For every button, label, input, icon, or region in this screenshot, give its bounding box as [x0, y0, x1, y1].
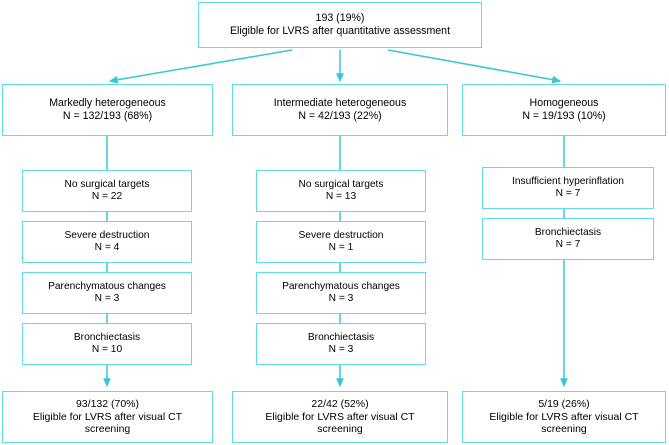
exclusion-label: Parenchymatous changes — [48, 280, 166, 292]
box-outcome-homogeneous: 5/19 (26%) Eligible for LVRS after visua… — [462, 391, 666, 443]
category-label: Homogeneous — [529, 97, 599, 110]
exclusion-label: Severe destruction — [64, 229, 150, 241]
exclusion-label: No surgical targets — [64, 178, 150, 190]
box-category-homogeneous: Homogeneous N = 19/193 (10%) — [462, 84, 666, 136]
exclusion-count: N = 3 — [94, 293, 120, 304]
outcome-text-line2: screening — [541, 423, 587, 436]
exclusion-label: Bronchiectasis — [73, 331, 141, 343]
exclusion-count: N = 4 — [94, 242, 120, 253]
exclusion-count: N = 13 — [325, 191, 357, 202]
exclusion-count: N = 3 — [328, 293, 354, 304]
exclusion-label: Severe destruction — [298, 229, 384, 241]
box-exclusion-bronchiectasis: Bronchiectasis N = 7 — [482, 218, 654, 260]
category-count: N = 132/193 (68%) — [62, 110, 153, 122]
outcome-text-line2: screening — [317, 423, 363, 436]
exclusion-label: Bronchiectasis — [534, 226, 602, 238]
outcome-count: 5/19 (26%) — [538, 397, 590, 410]
exclusion-label: Parenchymatous changes — [282, 280, 400, 292]
box-exclusion-insufficient-hyperinflation: Insufficient hyperinflation N = 7 — [482, 167, 654, 209]
box-exclusion-no-surgical-targets: No surgical targets N = 13 — [256, 170, 426, 212]
box-exclusion-parenchymatous-changes: Parenchymatous changes N = 3 — [256, 272, 426, 314]
outcome-count: 93/132 (70%) — [75, 397, 140, 410]
exclusion-count: N = 7 — [555, 188, 581, 199]
exclusion-count: N = 22 — [91, 191, 123, 202]
exclusion-count: N = 7 — [555, 239, 581, 250]
box-outcome-intermediate-heterogeneous: 22/42 (52%) Eligible for LVRS after visu… — [232, 391, 448, 443]
outcome-text-line1: Eligible for LVRS after visual CT — [489, 410, 639, 423]
category-label: Markedly heterogeneous — [49, 97, 166, 110]
exclusion-label: Bronchiectasis — [307, 331, 375, 343]
outcome-text-line1: Eligible for LVRS after visual CT — [32, 410, 183, 423]
box-top-line1: 193 (19%) — [315, 12, 365, 25]
exclusion-label: No surgical targets — [298, 178, 384, 190]
box-exclusion-severe-destruction: Severe destruction N = 1 — [256, 221, 426, 263]
box-exclusion-parenchymatous-changes: Parenchymatous changes N = 3 — [22, 272, 192, 314]
box-category-intermediate-heterogeneous: Intermediate heterogeneous N = 42/193 (2… — [232, 84, 448, 136]
exclusion-count: N = 10 — [91, 344, 123, 355]
category-count: N = 19/193 (10%) — [522, 110, 606, 122]
exclusion-count: N = 3 — [328, 344, 354, 355]
box-exclusion-bronchiectasis: Bronchiectasis N = 3 — [256, 323, 426, 365]
outcome-text-line2: screening — [84, 423, 131, 436]
box-exclusion-no-surgical-targets: No surgical targets N = 22 — [22, 170, 192, 212]
category-label: Intermediate heterogeneous — [273, 97, 407, 110]
exclusion-label: Insufficient hyperinflation — [512, 175, 624, 187]
box-exclusion-bronchiectasis: Bronchiectasis N = 10 — [22, 323, 192, 365]
outcome-count: 22/42 (52%) — [311, 397, 369, 410]
box-exclusion-severe-destruction: Severe destruction N = 4 — [22, 221, 192, 263]
exclusion-count: N = 1 — [328, 242, 354, 253]
outcome-text-line1: Eligible for LVRS after visual CT — [265, 410, 415, 423]
box-category-markedly-heterogeneous: Markedly heterogeneous N = 132/193 (68%) — [2, 84, 213, 136]
box-top-eligible: 193 (19%) Eligible for LVRS after quanti… — [198, 2, 482, 48]
box-top-line2: Eligible for LVRS after quantitative ass… — [229, 25, 451, 37]
category-count: N = 42/193 (22%) — [298, 110, 382, 122]
box-outcome-markedly-heterogeneous: 93/132 (70%) Eligible for LVRS after vis… — [2, 391, 213, 443]
